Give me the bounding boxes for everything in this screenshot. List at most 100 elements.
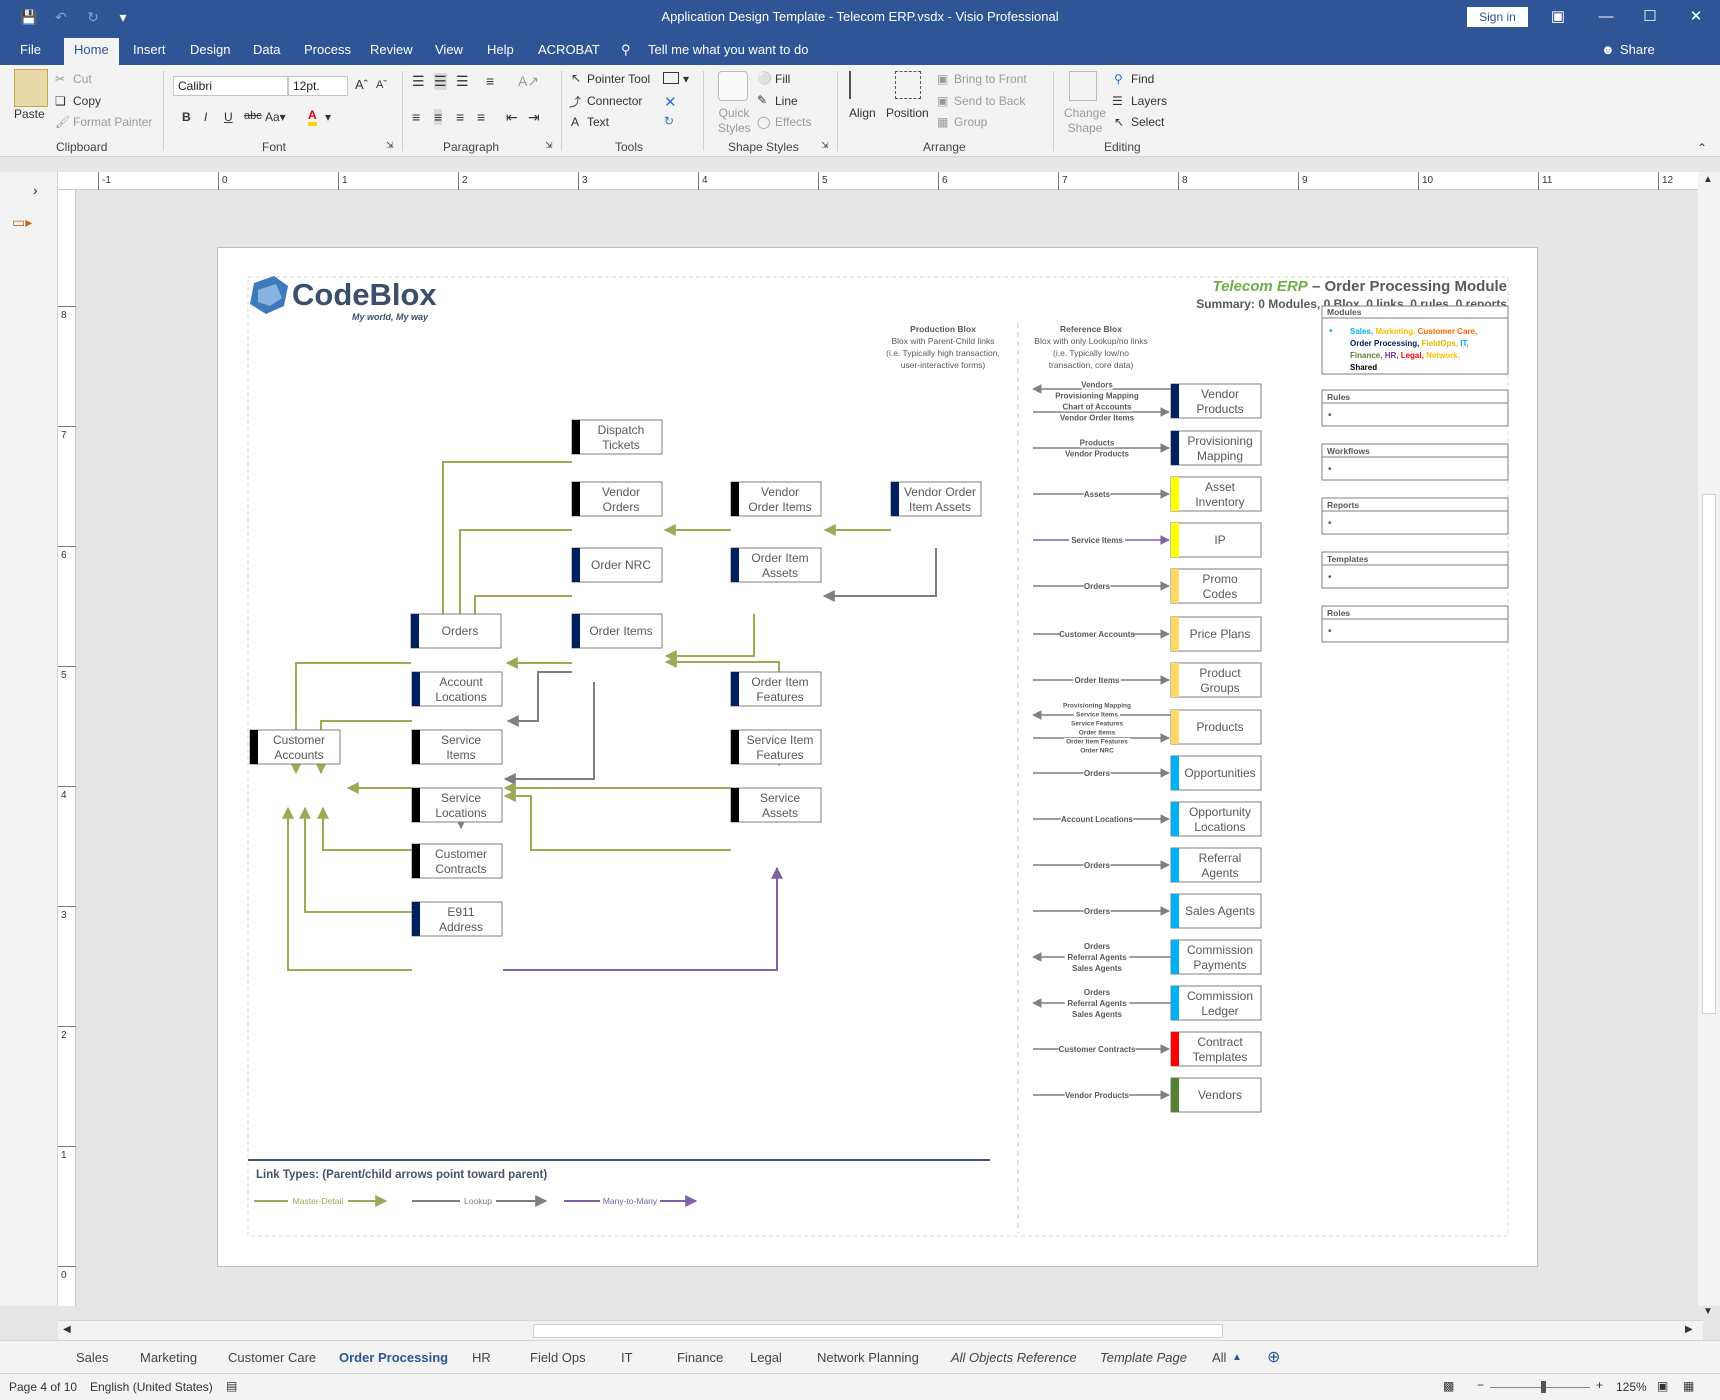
select-icon[interactable]: ↖ — [1114, 115, 1125, 129]
page-tab-it[interactable]: IT — [621, 1350, 633, 1365]
drawing-page[interactable]: CodeBlox My world, My way Telecom ERP – … — [217, 247, 1538, 1267]
align-icon[interactable] — [849, 71, 875, 99]
zoom-slider-track[interactable] — [1490, 1387, 1590, 1388]
align-center-icon[interactable]: ≡ — [434, 109, 443, 125]
position-icon[interactable] — [895, 71, 921, 99]
send-to-back-button[interactable]: Send to Back — [954, 94, 1026, 108]
scroll-up-icon[interactable]: ▲ — [1703, 174, 1713, 185]
zoom-in-icon[interactable]: + — [1596, 1378, 1604, 1392]
blox-orders[interactable]: Orders — [410, 613, 502, 649]
change-shape-icon[interactable] — [1069, 71, 1097, 101]
switch-windows-icon[interactable]: ▦ — [1683, 1379, 1695, 1393]
effects-button[interactable]: Effects — [775, 115, 812, 129]
cut-button[interactable]: Cut — [73, 72, 92, 86]
change-shape-button[interactable]: Change Shape — [1063, 106, 1107, 135]
align-right-icon[interactable]: ≡ — [456, 109, 465, 125]
page-tab-hr[interactable]: HR — [472, 1350, 491, 1365]
quick-styles-button[interactable]: Quick Styles — [718, 106, 751, 135]
page-tab-finance[interactable]: Finance — [677, 1350, 724, 1365]
share-icon[interactable]: ☻ — [1601, 42, 1615, 57]
text-tool-icon[interactable]: A — [571, 115, 580, 129]
font-name-select[interactable]: Calibri — [173, 76, 288, 96]
increase-indent-icon[interactable]: ⇥ — [528, 109, 540, 125]
format-painter-button[interactable]: Format Painter — [73, 115, 153, 129]
tab-home[interactable]: Home — [64, 38, 119, 66]
align-top-icon[interactable]: ☰ — [412, 73, 425, 89]
minimize-icon[interactable]: — — [1598, 8, 1614, 25]
italic-icon[interactable]: I — [204, 110, 208, 124]
maximize-icon[interactable]: ☐ — [1643, 8, 1657, 25]
collapse-ribbon-icon[interactable]: ⌃ — [1697, 141, 1708, 155]
align-left-icon[interactable]: ≡ — [412, 109, 421, 125]
pointer-tool-button[interactable]: Pointer Tool — [587, 72, 651, 86]
fit-page-icon[interactable]: ▣ — [1657, 1379, 1669, 1393]
quick-styles-icon[interactable] — [718, 71, 748, 101]
page-number-status[interactable]: Page 4 of 10 — [9, 1380, 78, 1394]
tell-me-search[interactable]: Tell me what you want to do — [648, 42, 809, 57]
blox-order-items[interactable]: Order Items — [571, 613, 663, 649]
shapes-icon[interactable]: ▭▸ — [12, 214, 33, 230]
font-dialog-icon[interactable]: ⇲ — [386, 140, 394, 150]
paste-button[interactable]: Paste — [14, 107, 45, 121]
format-painter-icon[interactable]: 🖌 — [55, 115, 71, 129]
fill-button[interactable]: Fill — [775, 72, 791, 86]
tab-process[interactable]: Process — [304, 42, 351, 57]
position-button[interactable]: Position — [886, 106, 929, 120]
group-icon[interactable]: ▦ — [937, 115, 949, 129]
line-icon[interactable]: ✎ — [757, 93, 768, 107]
bold-icon[interactable]: B — [182, 110, 191, 124]
strikethrough-icon[interactable]: abc — [244, 110, 262, 122]
fill-icon[interactable]: ⚪ — [757, 71, 772, 85]
change-case-icon[interactable]: Aa▾ — [265, 110, 286, 124]
paragraph-dialog-icon[interactable]: ⇲ — [545, 140, 553, 150]
zoom-out-icon[interactable]: − — [1477, 1378, 1485, 1392]
group-button[interactable]: Group — [954, 115, 988, 129]
connection-point-icon[interactable]: ↻ — [664, 114, 675, 128]
rectangle-icon[interactable] — [663, 72, 679, 84]
font-color-dropdown-icon[interactable]: ▾ — [325, 110, 332, 124]
share-button[interactable]: Share — [1620, 42, 1655, 57]
send-to-back-icon[interactable]: ▣ — [937, 94, 949, 108]
align-middle-icon[interactable]: ☰ — [434, 73, 447, 90]
copy-icon[interactable]: ❏ — [55, 94, 66, 108]
connector-button[interactable]: Connector — [587, 94, 643, 108]
decrease-indent-icon[interactable]: ⇤ — [506, 109, 518, 125]
presentation-mode-icon[interactable]: ▩ — [1443, 1379, 1455, 1393]
customize-toolbar-icon[interactable]: ▾ — [119, 9, 127, 25]
effects-icon[interactable]: ◯ — [757, 115, 771, 129]
diagram[interactable]: CodeBlox My world, My way Telecom ERP – … — [218, 248, 1539, 1268]
all-pages-up-icon[interactable]: ▲ — [1232, 1352, 1242, 1363]
horizontal-scrollbar[interactable]: ◀ ▶ — [58, 1320, 1703, 1340]
tab-view[interactable]: View — [435, 42, 463, 57]
shrink-font-icon[interactable]: Aˇ — [376, 79, 387, 91]
shapes-dropdown-icon[interactable]: ▾ — [683, 72, 690, 86]
page-tab-order-processing[interactable]: Order Processing — [339, 1350, 449, 1365]
cut-icon[interactable]: ✂ — [55, 72, 66, 86]
page-tab-marketing[interactable]: Marketing — [140, 1350, 198, 1365]
page-tab-all[interactable]: All — [1212, 1350, 1227, 1365]
tab-file[interactable]: File — [20, 42, 41, 57]
close-tool-icon[interactable]: ✕ — [664, 94, 677, 111]
shape-styles-dialog-icon[interactable]: ⇲ — [821, 140, 829, 150]
bullets-icon[interactable]: ≡ — [486, 73, 495, 89]
ribbon-display-icon[interactable]: ▣ — [1550, 8, 1566, 25]
page-tab-customer-care[interactable]: Customer Care — [228, 1350, 317, 1365]
font-color-icon[interactable]: A — [308, 108, 317, 126]
undo-icon[interactable]: ↶ — [55, 9, 67, 25]
close-icon[interactable]: ✕ — [1689, 8, 1703, 25]
